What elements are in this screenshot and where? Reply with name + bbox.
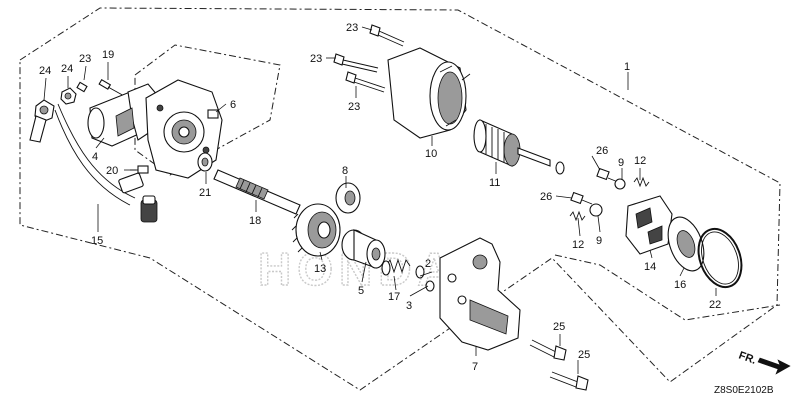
callout-labels: 1 2 3 4 5 6 7 8 9 9 10 11 12 12 13 14 15… [39, 22, 721, 373]
callout-7: 7 [472, 361, 478, 373]
callout-5: 5 [358, 285, 364, 297]
leader-lines [43, 26, 717, 374]
callout-11: 11 [489, 177, 500, 189]
callout-24-left: 24 [39, 65, 51, 77]
fr-arrow-icon [757, 357, 791, 375]
part-5-pinion [341, 229, 386, 269]
front-direction-indicator: FR. [737, 350, 791, 375]
callout-9-upper: 9 [618, 157, 624, 169]
callout-14: 14 [644, 261, 656, 273]
part-9-12-26-brush-parts [569, 167, 650, 222]
fr-label: FR. [737, 350, 758, 367]
part-25-bolts [529, 339, 589, 391]
callout-26-lower: 26 [540, 191, 552, 203]
callout-9-lower: 9 [596, 235, 602, 247]
part-6-end-cover [145, 79, 223, 179]
part-23-through-bolts [333, 24, 405, 93]
part-13-gear [291, 203, 341, 257]
part-17-spring [381, 258, 411, 276]
callout-18: 18 [249, 215, 261, 227]
starter-assembly-frame [19, 7, 781, 391]
diagram-code: Z8S0E2102B [714, 385, 774, 396]
part-21-washer [197, 152, 213, 172]
callout-24-right: 24 [61, 63, 73, 75]
callout-13: 13 [314, 263, 326, 275]
part-16-plate [667, 216, 705, 272]
callout-3: 3 [406, 300, 412, 312]
callout-15: 15 [91, 235, 103, 247]
callout-19: 19 [102, 49, 114, 61]
callout-23-lower: 23 [348, 101, 360, 113]
part-23-19-small-bolts [76, 79, 127, 98]
callout-6: 6 [230, 99, 236, 111]
callout-1: 1 [624, 61, 630, 73]
part-20-screw [130, 165, 149, 174]
callout-23-left: 23 [79, 53, 91, 65]
callout-12-lower: 12 [572, 239, 584, 251]
callout-21: 21 [199, 187, 211, 199]
callout-16: 16 [674, 279, 686, 291]
callout-23-middle: 23 [310, 53, 322, 65]
callout-23-top: 23 [346, 22, 358, 34]
callout-26-upper: 26 [596, 145, 608, 157]
part-24-cap-nuts [29, 87, 77, 143]
part-14-brush-holder [625, 195, 673, 255]
callout-22: 22 [709, 299, 721, 311]
callout-25-upper: 25 [553, 321, 565, 333]
lower-subassembly-frame [554, 254, 781, 321]
part-7-gear-housing [439, 237, 521, 351]
part-10-motor-case [387, 47, 471, 139]
callout-12-upper: 12 [634, 155, 646, 167]
callout-10: 10 [425, 148, 437, 160]
part-11-armature [473, 119, 565, 175]
callout-25-lower: 25 [578, 349, 590, 361]
callout-2: 2 [425, 258, 431, 270]
callout-4: 4 [92, 151, 98, 163]
callout-20: 20 [106, 165, 118, 177]
part-18-shaft [213, 169, 301, 215]
callout-8: 8 [342, 165, 348, 177]
part-22-o-ring [697, 227, 743, 289]
part-15-strap-harness [54, 103, 158, 223]
callout-17: 17 [388, 291, 400, 303]
part-2-3-clip-washer [415, 265, 435, 292]
inner-subassembly-frame [134, 44, 281, 176]
part-8-small-gear [335, 182, 361, 214]
